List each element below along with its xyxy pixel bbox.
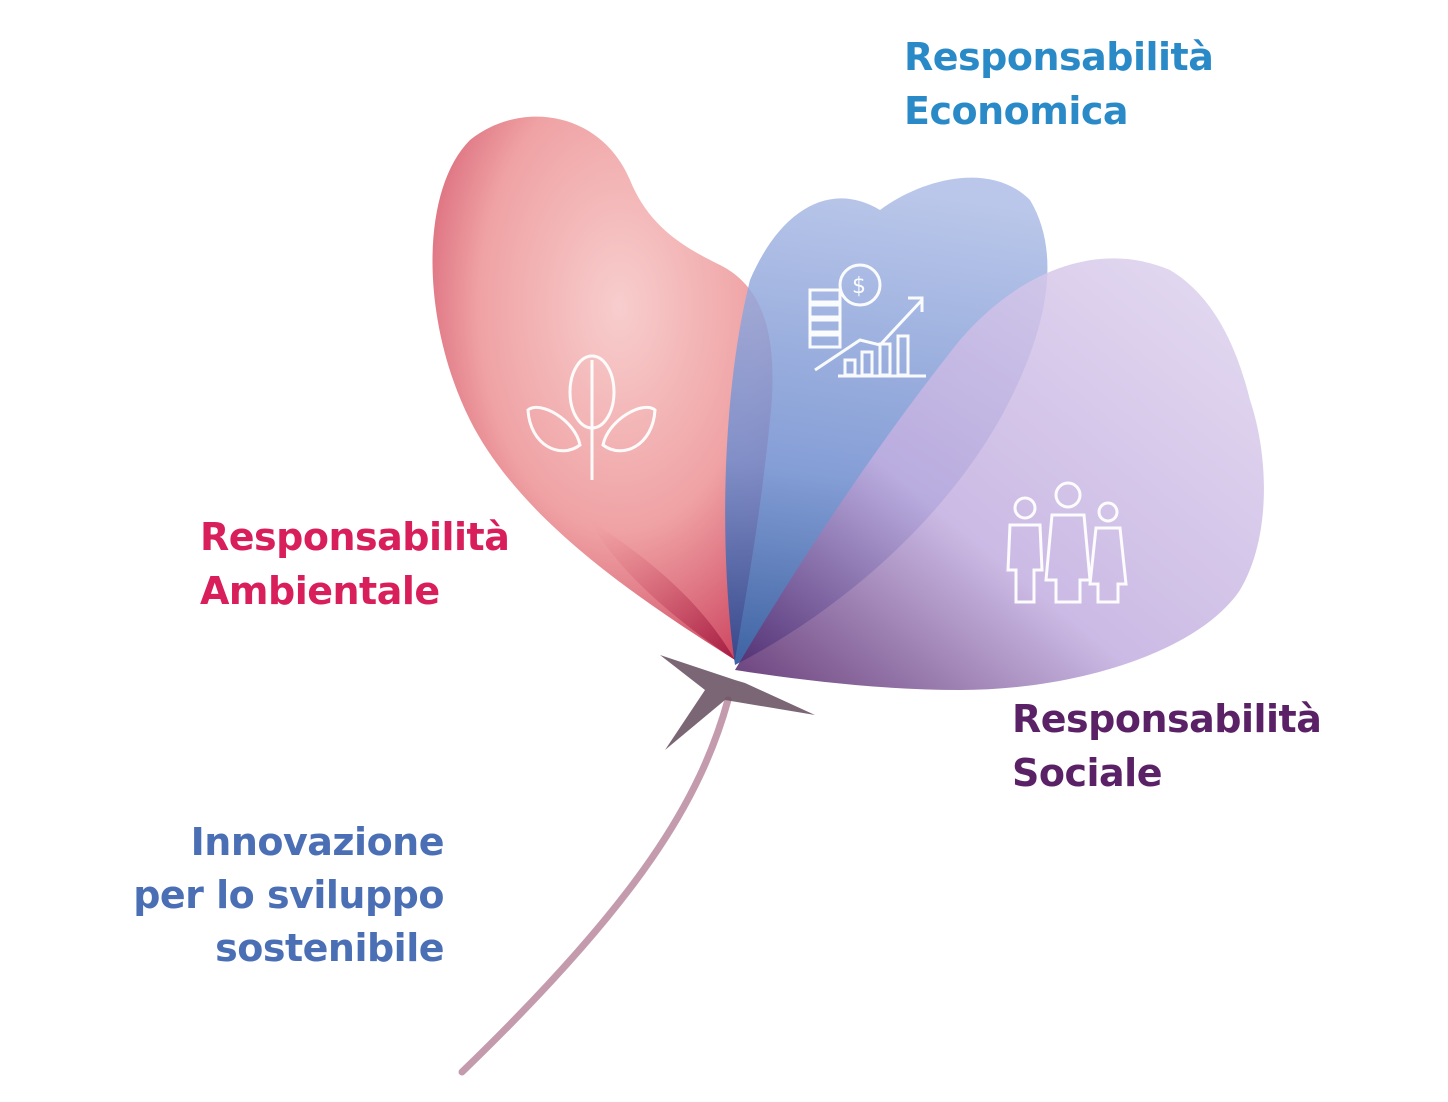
label-ambientale-line1: Responsabilità (200, 510, 509, 564)
label-sociale-line2: Sociale (1012, 746, 1321, 800)
label-responsabilita-economica: Responsabilità Economica (904, 30, 1213, 138)
label-ambientale-line2: Ambientale (200, 564, 509, 618)
label-responsabilita-ambientale: Responsabilità Ambientale (200, 510, 509, 618)
label-economica-line1: Responsabilità (904, 30, 1213, 84)
label-economica-line2: Economica (904, 84, 1213, 138)
label-innovazione-line1: Innovazione (120, 816, 444, 869)
stem (462, 700, 728, 1072)
label-sociale-line1: Responsabilità (1012, 692, 1321, 746)
label-innovazione: Innovazione per lo sviluppo sostenibile (120, 816, 444, 975)
label-innovazione-line3: sostenibile (120, 922, 444, 975)
label-innovazione-line2: per lo sviluppo (120, 869, 444, 922)
svg-text:$: $ (852, 274, 866, 299)
label-responsabilita-sociale: Responsabilità Sociale (1012, 692, 1321, 800)
